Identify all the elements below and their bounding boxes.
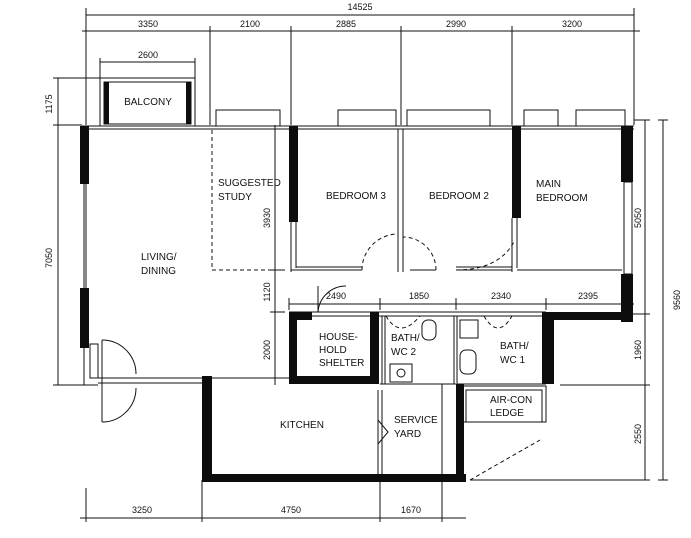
label-shelter-3: SHELTER [319,358,364,369]
dim-mid-3: 2340 [491,291,511,301]
toilet-1 [459,349,477,375]
label-shelter-1: HOUSE- [319,332,358,343]
dim-bottom-3: 1670 [401,505,421,515]
dim-bottom-1: 3250 [132,505,152,515]
label-main-bedroom-2: BEDROOM [536,193,588,204]
dimension-lines: 14525 3350 2100 2885 2990 3200 2600 1175… [44,2,682,522]
label-bath2-1: BATH/ [391,333,420,344]
dim-top-5: 3200 [562,19,582,29]
shower-1 [459,319,479,339]
basin-2 [389,363,413,383]
label-living-1: LIVING/ [141,252,177,263]
dim-right-overall: 9560 [672,290,682,310]
dim-right-bath: 1960 [633,340,643,360]
label-main-bedroom-1: MAIN [536,179,561,190]
label-study-2: STUDY [218,192,252,203]
dim-top-3: 2885 [336,19,356,29]
label-bedroom2: BEDROOM 2 [429,191,489,202]
label-shelter-2: HOLD [319,345,347,356]
dim-corridor-width: 1120 [262,282,272,301]
toilet-2 [421,319,437,341]
dim-top-1: 3350 [138,19,158,29]
dim-mid-1: 2490 [326,291,346,301]
dim-right-bedroom: 5050 [633,208,643,228]
label-bath1-2: WC 1 [500,355,525,366]
dim-left-height: 7050 [44,248,54,268]
dim-mid-4: 2395 [578,291,598,301]
label-service-2: YARD [394,429,421,440]
dim-balcony-width: 2600 [138,50,158,60]
dim-mid-2: 1850 [409,291,429,301]
label-aircon-1: AIR-CON [490,395,532,406]
room-labels: BALCONY SUGGESTED STUDY BEDROOM 3 BEDROO… [124,97,588,440]
label-bath1-1: BATH/ [500,341,529,352]
label-bath2-2: WC 2 [391,347,416,358]
doors [89,233,541,481]
fixtures [389,319,479,383]
label-kitchen: KITCHEN [280,420,324,431]
dim-study-depth: 3930 [262,208,272,228]
dim-top-4: 2990 [446,19,466,29]
dim-shelter-depth: 2000 [262,340,272,360]
dim-balcony-depth: 1175 [44,94,54,113]
dim-top-2: 2100 [240,19,260,29]
dim-bottom-2: 4750 [281,505,301,515]
label-service-1: SERVICE [394,415,438,426]
dim-overall-top: 14525 [347,2,372,12]
label-study-1: SUGGESTED [218,178,281,189]
label-living-2: DINING [141,266,176,277]
dim-right-lower: 2550 [633,424,643,444]
label-balcony: BALCONY [124,97,172,108]
label-aircon-2: LEDGE [490,408,524,419]
walls [80,77,634,482]
label-bedroom3: BEDROOM 3 [326,191,386,202]
